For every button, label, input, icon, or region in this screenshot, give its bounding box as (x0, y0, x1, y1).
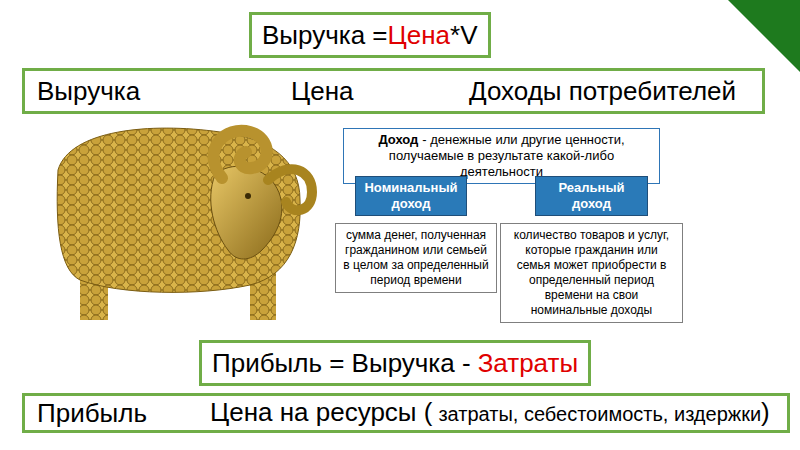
node-text: Номинальный доход (360, 180, 462, 212)
chain-item: Прибыль (25, 397, 159, 429)
node-text: - денежные или другие ценности, получаем… (389, 132, 625, 179)
node-text: Затраты (478, 348, 578, 378)
chain-item: Цена на ресурсы ( затраты, себестоимость,… (198, 396, 782, 430)
chain-item: Цена (279, 75, 366, 107)
node-text: Выручка = (262, 20, 388, 50)
node-text: Доход (378, 132, 418, 147)
concept-box: Номинальный доход (355, 176, 467, 216)
node-text: Прибыль = Выручка - (212, 348, 471, 378)
node-text: Цена на ресурсы ( (210, 397, 432, 427)
node-text: затраты, себестоимость, издержки (438, 403, 761, 425)
node-text: Прибыль (37, 398, 147, 428)
chain-item: Доходы потребителей (457, 75, 748, 107)
concept-box: Реальный доход (535, 176, 648, 216)
node-text: Реальный доход (540, 180, 643, 212)
node-text: *V (450, 20, 477, 50)
node-text: Доходы потребителей (469, 76, 736, 106)
formula-box: Прибыль = Выручка -Затраты (199, 340, 591, 386)
node-text: сумма денег, полученная гражданином или … (342, 228, 490, 288)
chain-band: Прибыль Цена на ресурсы ( затраты, себесто… (22, 393, 790, 433)
node-text: ) (761, 397, 770, 427)
node-text: Цена (388, 20, 451, 50)
description-box: количество товаров и услуг, которые граж… (500, 223, 683, 323)
ram-horn (214, 131, 267, 178)
formula-box: Выручка =Цена*V (249, 12, 491, 58)
chain-band: Выручка Цена Доходы потребителей (22, 68, 765, 114)
node-text: Выручка (37, 76, 140, 106)
chain-item: Выручка (25, 75, 152, 107)
golden-ram-illustration (57, 128, 312, 320)
node-text: количество товаров и услуг, которые граж… (507, 228, 676, 318)
description-box: сумма денег, полученная гражданином или … (335, 223, 497, 293)
ram-horn (268, 169, 312, 210)
ram-body (57, 128, 300, 292)
node-text: Цена (291, 76, 354, 106)
ram-eye (245, 193, 251, 199)
corner-triangle (728, 0, 800, 72)
